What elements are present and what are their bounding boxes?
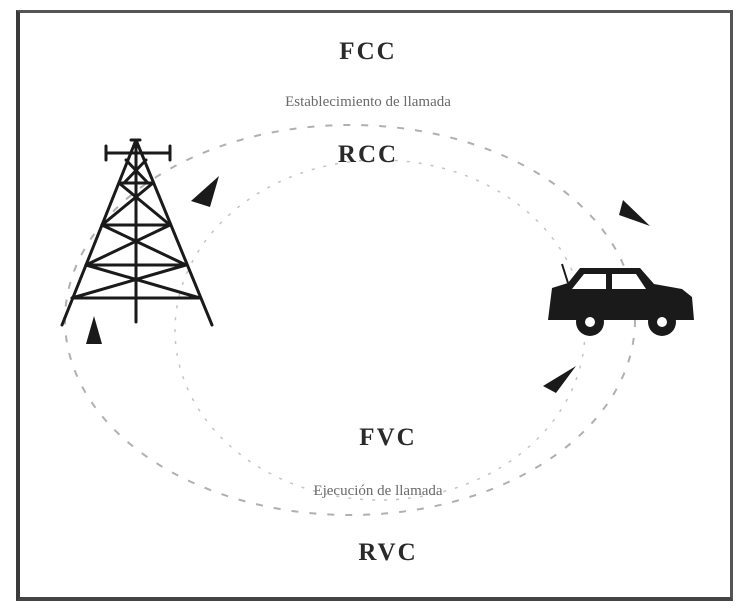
label-call-execution: Ejecución de llamada — [313, 483, 443, 499]
label-rcc: RCC — [337, 141, 399, 168]
label-rvc: RVC — [358, 539, 418, 566]
arrowhead-fvc — [543, 366, 576, 393]
label-fvc: FVC — [359, 424, 417, 451]
arrowhead-fcc — [619, 200, 650, 226]
arrowhead-rvc — [86, 316, 102, 344]
transmission-tower-icon — [60, 138, 214, 327]
label-fcc: FCC — [339, 38, 397, 65]
arrowhead-rcc — [191, 176, 219, 207]
label-call-setup: Establecimiento de llamada — [285, 94, 451, 110]
car-icon — [548, 263, 694, 336]
